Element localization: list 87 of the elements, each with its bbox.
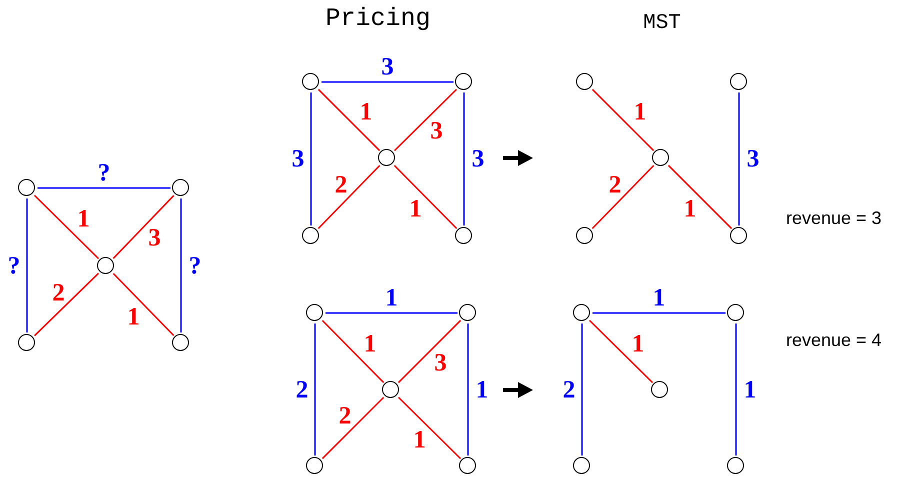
edge-label: 3 [381,54,394,80]
edge-label: 3 [430,118,443,144]
graph-vertex [306,457,323,474]
edge-label: 1 [652,286,666,310]
graph-edge [668,164,732,230]
edge-label: 1 [744,377,756,402]
graph-edge [326,312,458,314]
edge-label: 3 [746,146,760,172]
graph-edge [322,81,454,83]
graph-edge [592,312,726,314]
edge-label: 2 [338,404,352,428]
revenue-note: revenue = 3 [786,208,882,229]
edge-label: 1 [360,100,372,124]
graph-edge [38,187,170,189]
edge-label: ? [188,253,202,278]
edge-label: ? [8,253,20,278]
graph-vertex [727,457,744,474]
graph-vertex [730,227,747,244]
edge-label: 3 [292,146,304,172]
edge-label: ? [98,160,110,186]
graph-edge [735,324,737,456]
graph-edge [318,165,380,229]
edge-label: 1 [77,206,90,232]
edge-label: 1 [684,196,696,222]
graph-vertex [97,257,114,274]
graph-edge [34,272,99,336]
graph-edge [592,88,654,152]
graph-vertex [459,304,476,321]
edge-label: 2 [52,280,65,305]
graph-vertex [459,457,476,474]
edge-label: 3 [434,350,447,375]
graph-edge [310,92,312,226]
graph-vertex [573,457,590,474]
graph-vertex [651,381,668,398]
edge-label: 2 [608,172,622,198]
edge-label: 1 [632,331,644,356]
graph-vertex [652,149,669,166]
graph-vertex [576,73,593,90]
graph-vertex [730,73,747,90]
revenue-note: revenue = 4 [786,330,882,351]
graph-edge [394,164,458,230]
graph-edge [112,195,174,259]
graph-edge [394,88,458,152]
graph-edge [588,320,654,384]
graph-vertex [573,304,590,321]
column-heading: MST [643,12,681,35]
graph-vertex [378,149,395,166]
graph-edge [318,88,380,152]
edge-label: 1 [127,304,140,329]
edge-label: 1 [634,100,646,124]
graph-edge [34,194,100,260]
graph-edge [463,92,465,226]
graph-vertex [306,304,323,321]
edge-label: 1 [385,286,398,310]
graph-edge [398,320,462,384]
graph-edge [322,320,384,384]
graph-edge [398,396,462,460]
edge-label: 1 [364,331,376,356]
graph-vertex [302,73,319,90]
edge-label: 2 [296,377,308,402]
graph-vertex [172,179,189,196]
edge-label: 2 [562,377,576,402]
graph-vertex [727,304,744,321]
edge-label: 3 [472,146,484,172]
graph-vertex [302,227,319,244]
graph-edge [26,198,28,332]
graph-vertex [455,73,472,90]
graph-vertex [18,179,35,196]
graph-edge [738,92,740,226]
graph-edge [322,396,384,460]
edge-label: 1 [476,377,488,402]
edge-label: 1 [409,196,422,222]
edge-label: 2 [334,172,348,198]
graph-vertex [172,334,189,351]
graph-vertex [455,227,472,244]
graph-vertex [576,227,593,244]
graph-edge [112,273,174,336]
edge-label: 3 [148,226,161,250]
graph-edge [467,324,469,456]
graph-edge [592,165,654,229]
graph-edge [180,198,182,332]
edge-label: 1 [413,428,426,452]
graph-vertex [382,381,399,398]
graph-edge [314,324,316,456]
graph-vertex [18,334,35,351]
column-heading: Pricing [325,4,431,33]
graph-edge [581,324,583,456]
